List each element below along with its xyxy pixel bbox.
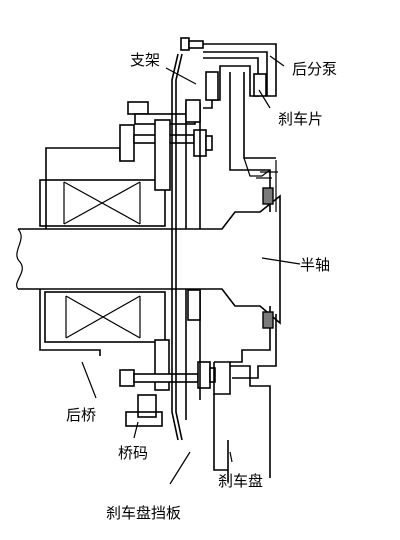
label-support: 支架 [130,51,160,69]
rear-axle-housing [39,138,131,356]
label-rear-cylinder: 后分泵 [292,60,337,78]
label-brake-disc: 刹车盘 [218,472,263,490]
disc-shield-plate [171,53,183,441]
brake-pads [205,71,267,101]
label-brake-pad: 刹车片 [278,110,323,128]
lower-bearing [44,291,166,343]
label-half-shaft: 半轴 [300,256,330,274]
brake-disc-lower [213,306,277,482]
brake-disc-upper [229,72,278,212]
label-disc-shield: 刹车盘挡板 [106,504,181,522]
half-shaft-body [16,194,281,325]
upper-bearing [39,179,166,227]
leader-lines [81,55,301,485]
rear-cylinder-caliper [180,37,277,109]
support-flange [185,99,201,420]
label-axle-block: 桥码 [118,444,148,462]
label-rear-axle: 后桥 [66,406,96,424]
lower-bolt-assembly [119,339,216,427]
